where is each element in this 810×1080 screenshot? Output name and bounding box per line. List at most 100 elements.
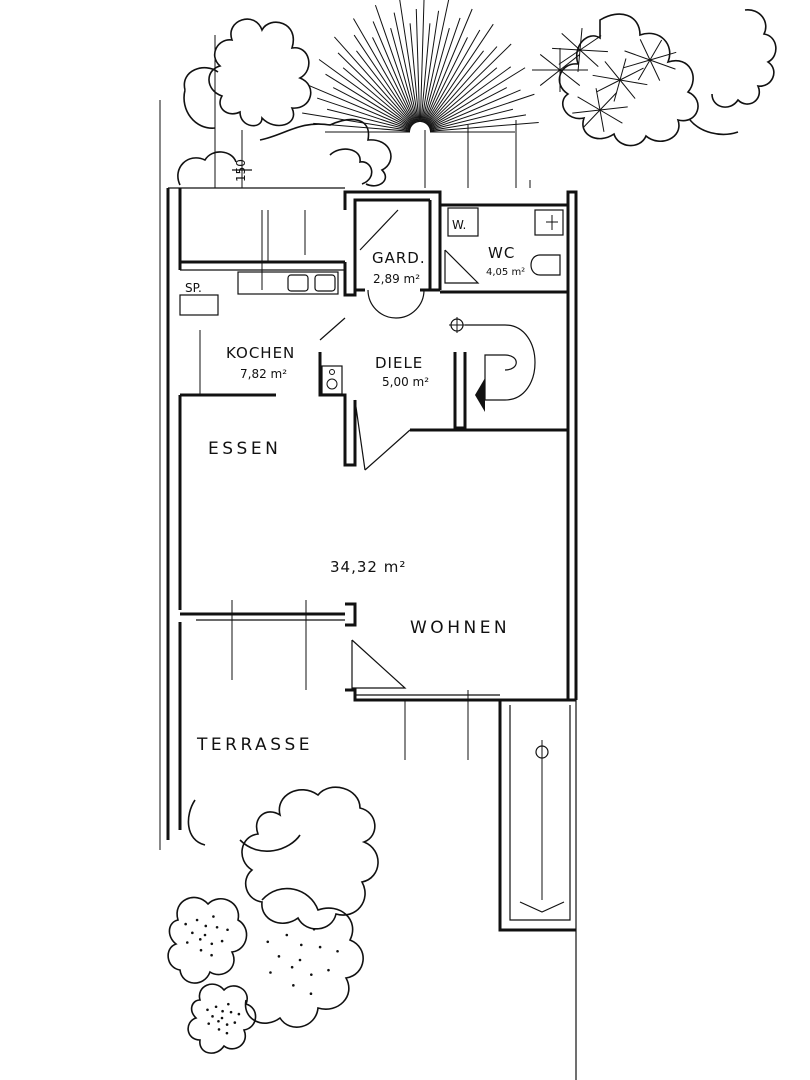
wc-name: WC xyxy=(488,244,515,262)
palm-frond xyxy=(426,50,484,125)
wc-door xyxy=(444,249,480,284)
palm-frond xyxy=(427,67,498,127)
dimension-label: 150 xyxy=(234,159,248,182)
branch-stroke xyxy=(599,106,628,111)
branch-stroke xyxy=(539,69,561,86)
palm-frond xyxy=(426,46,498,126)
stove-burner-small xyxy=(329,369,335,375)
shrub-dot xyxy=(227,1002,230,1006)
palm-frond xyxy=(318,59,412,128)
branch-stroke xyxy=(539,54,561,71)
branch-stroke xyxy=(619,67,644,81)
wall-kitchen-diagonal xyxy=(319,317,346,341)
wall-column xyxy=(345,602,357,627)
palm-frond xyxy=(421,0,450,123)
bush-left-mid xyxy=(183,66,392,187)
shrub-dot xyxy=(221,1009,224,1013)
garderobe-area: 2,89 m² xyxy=(373,272,420,286)
branch-stroke xyxy=(599,109,623,124)
shrub-dot xyxy=(225,1023,229,1026)
shrub-dot xyxy=(206,1008,209,1012)
planter-arrow xyxy=(519,901,565,913)
palm-frond xyxy=(415,9,421,123)
shrub-dot xyxy=(298,958,302,962)
diele-door xyxy=(364,429,411,471)
diele-name: DIELE xyxy=(375,354,423,372)
shrub-dot xyxy=(285,933,289,937)
palm-frond xyxy=(423,17,461,123)
essen-name: ESSEN xyxy=(208,439,281,459)
shrub-dot xyxy=(299,943,303,947)
shrub-dot xyxy=(220,939,224,943)
shrub-dot xyxy=(217,1019,220,1023)
wohnen-name: WOHNEN xyxy=(410,618,510,638)
shrub-dot xyxy=(226,928,229,932)
terrasse-name: TERRASSE xyxy=(196,735,313,755)
washer-box xyxy=(447,207,479,237)
shrub-dot xyxy=(184,922,187,926)
palm-frond xyxy=(429,93,535,130)
wall-gard-left xyxy=(343,210,357,297)
palm-frond xyxy=(429,89,521,130)
palm-frond xyxy=(332,87,412,129)
branch-stroke xyxy=(639,39,651,61)
branch-stroke xyxy=(572,109,601,114)
branch-stroke xyxy=(649,59,676,70)
branch-stroke xyxy=(649,59,661,81)
palm-frond xyxy=(342,67,413,127)
palm-frond xyxy=(316,97,411,130)
shrub-dot xyxy=(214,1005,218,1009)
stair-arrow xyxy=(475,378,485,412)
branch-stroke xyxy=(552,47,581,51)
branch-stroke xyxy=(579,28,583,51)
palm-frond xyxy=(421,10,440,123)
fittings xyxy=(179,35,565,913)
diele-area: 5,00 m² xyxy=(382,375,429,389)
vegetation xyxy=(167,0,777,1054)
branch-stroke xyxy=(577,96,601,111)
palm-frond xyxy=(424,37,468,124)
wc-basin xyxy=(534,209,564,236)
branch-stroke xyxy=(604,61,621,81)
kochen-name: KOCHEN xyxy=(226,344,295,362)
kitchen-sink-2 xyxy=(314,274,336,292)
speis-label: SP. xyxy=(185,281,202,295)
shrub-dot xyxy=(191,931,194,935)
palm-frond xyxy=(429,114,527,132)
labels: 150 GARD. 2,89 m² W. WC 4,05 m² SP. KOCH… xyxy=(185,159,525,755)
gard-door-swing xyxy=(367,289,425,319)
branch-stroke xyxy=(619,79,648,86)
shrub-dot xyxy=(269,971,272,974)
kitchen-counter xyxy=(237,271,339,295)
washer-label: W. xyxy=(452,218,466,232)
bush-left-low xyxy=(177,148,373,186)
branch-stroke xyxy=(599,92,618,111)
shrub-dot xyxy=(292,984,295,987)
shrub-dot xyxy=(237,1012,241,1016)
shrub-dot xyxy=(217,1028,221,1031)
kochen-area: 7,82 m² xyxy=(240,367,287,381)
palm-frond xyxy=(334,36,414,126)
shrub-dotted-bottom xyxy=(187,983,257,1054)
shrub-dot xyxy=(215,925,219,929)
shrub-dot xyxy=(309,992,313,996)
shrub-dot xyxy=(185,941,189,944)
shrub-dot xyxy=(212,915,215,918)
branch-stroke xyxy=(619,58,627,81)
palm-frond xyxy=(390,27,418,123)
planter-inner xyxy=(509,705,571,921)
shrub-dot xyxy=(290,965,294,969)
palm-frond xyxy=(428,66,512,128)
branch-stroke xyxy=(637,59,651,81)
toilet xyxy=(530,254,561,276)
wall-top-right xyxy=(343,190,578,700)
shrub-dots xyxy=(184,915,339,1035)
wohnen-area: 34,32 m² xyxy=(330,558,406,576)
palm-frond xyxy=(302,112,411,132)
wall-kitchen-diele xyxy=(318,352,357,467)
palm-frond xyxy=(420,23,431,123)
branch-stroke xyxy=(579,35,602,51)
shrub-dot xyxy=(327,968,330,972)
palm-frond xyxy=(372,21,417,124)
shrub-dot xyxy=(198,938,202,941)
